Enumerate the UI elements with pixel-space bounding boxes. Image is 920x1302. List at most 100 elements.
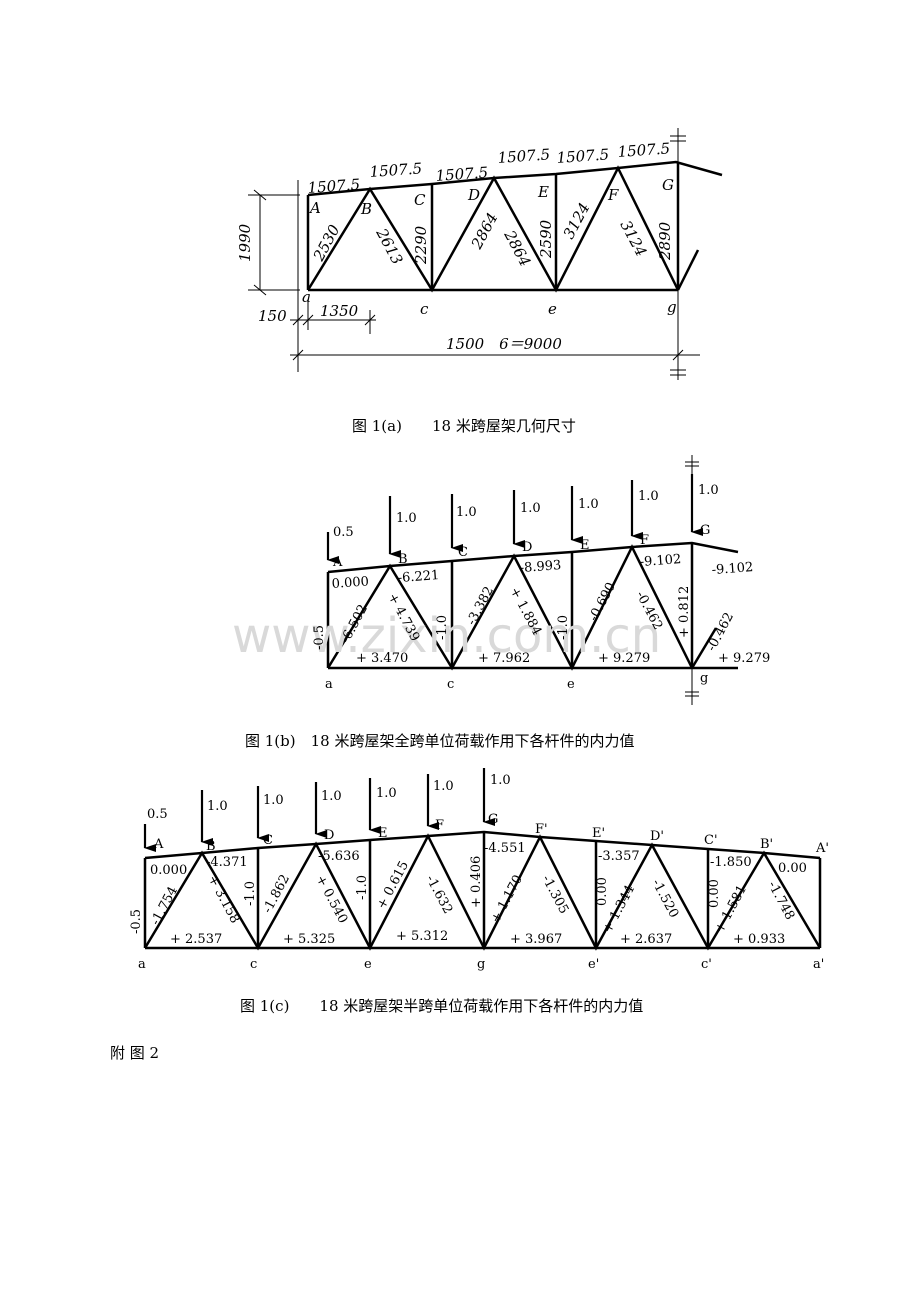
node-label: F — [435, 818, 444, 833]
node-label: A — [332, 555, 343, 570]
panel-length-label: 1507.5 — [435, 163, 489, 185]
load-value: 1.0 — [321, 789, 342, 804]
load-value: 1.0 — [638, 489, 659, 504]
member-length-label: 2613 — [372, 225, 406, 268]
diagonal-force: -0.462 — [704, 610, 737, 654]
bottom-chord-force: + 5.312 — [396, 929, 448, 944]
node-label: B — [398, 552, 408, 567]
panel-length-label: 1507.5 — [369, 159, 423, 181]
node-label: C' — [704, 833, 718, 848]
load-value: 1.0 — [207, 799, 228, 814]
dimension-lines — [248, 128, 700, 380]
top-chord-force: -4.551 — [484, 841, 526, 856]
bottom-chord-force: + 9.279 — [598, 651, 650, 666]
diagonal-force: + 1.170 — [488, 873, 526, 926]
left-offset-dimension: 150 — [258, 307, 287, 325]
top-chord-force: -5.636 — [318, 849, 360, 864]
node-label: a' — [813, 957, 824, 972]
node-label: e' — [588, 957, 599, 972]
member-length-label: 2890 — [656, 221, 674, 261]
node-label: c — [420, 300, 429, 318]
node-label: D — [324, 828, 334, 843]
node-label: a — [325, 677, 333, 692]
node-label: E' — [592, 826, 605, 841]
vertical-force: -0.5 — [312, 625, 327, 650]
node-label: C — [414, 191, 426, 209]
top-chord-force: 0.000 — [331, 574, 369, 592]
total-dimension: 1500 6＝9000 — [446, 335, 562, 353]
vertical-force: 0.00 — [595, 877, 610, 906]
node-label: a — [138, 957, 146, 972]
node-label: g — [700, 671, 708, 686]
top-chord-force: -1.850 — [710, 855, 752, 870]
node-label: e — [548, 300, 557, 318]
node-label: F — [640, 533, 649, 548]
centerline-b — [685, 455, 699, 705]
node-label: C — [263, 833, 273, 848]
node-label: A' — [815, 841, 829, 856]
caption-a: 图 1(a) 18 米跨屋架几何尺寸 — [352, 417, 576, 435]
node-label: e — [364, 957, 372, 972]
load-value: 1.0 — [376, 786, 397, 801]
vertical-force: -0.5 — [129, 909, 144, 934]
bottom-chord-force: + 3.470 — [356, 651, 408, 666]
node-label: B' — [760, 837, 773, 852]
top-chord-force: -9.102 — [711, 560, 754, 578]
panel-dimension: 1350 — [320, 302, 359, 320]
load-value: 1.0 — [456, 505, 477, 520]
vertical-force: -1.0 — [243, 881, 258, 906]
diagonal-force: -1.754 — [148, 884, 181, 928]
vertical-force: 0.00 — [707, 879, 722, 908]
load-arrows-half — [143, 768, 495, 852]
node-label: c — [250, 957, 257, 972]
bottom-chord-force: + 7.962 — [478, 651, 530, 666]
node-label: B — [360, 200, 372, 218]
bottom-chord-force: + 0.933 — [733, 932, 785, 947]
node-label: C — [458, 545, 468, 560]
node-label: D' — [650, 829, 664, 844]
node-label: A — [153, 837, 164, 852]
member-length-label: 2290 — [412, 225, 430, 265]
top-chord-force: 0.00 — [778, 861, 807, 876]
top-chord-force: 0.000 — [150, 863, 187, 878]
height-dimension: 1990 — [236, 223, 254, 262]
node-label: F — [607, 186, 619, 204]
bottom-chord-force: + 9.279 — [718, 651, 770, 666]
node-label: g — [477, 957, 485, 972]
top-chord-force: -3.357 — [598, 849, 640, 864]
node-label: e — [567, 677, 575, 692]
load-value: 1.0 — [578, 497, 599, 512]
node-label: G — [488, 812, 498, 827]
panel-length-label: 1507.5 — [307, 175, 361, 197]
vertical-force: -1.0 — [556, 615, 571, 640]
load-value: 1.0 — [263, 793, 284, 808]
caption-c: 图 1(c) 18 米跨屋架半跨单位荷载作用下各杆件的内力值 — [240, 997, 644, 1015]
node-label: D — [522, 540, 532, 555]
panel-length-label: 1507.5 — [617, 139, 671, 161]
bottom-chord-force: + 2.537 — [170, 932, 222, 947]
load-value: 1.0 — [698, 483, 719, 498]
diagonal-force: + 3.158 — [204, 873, 242, 926]
load-value: 1.0 — [520, 501, 541, 516]
node-label: g — [667, 298, 677, 316]
member-length-label: 2530 — [309, 221, 343, 264]
vertical-force: -1.0 — [355, 875, 370, 900]
caption-b: 图 1(b) 18 米跨屋架全跨单位荷载作用下各杆件的内力值 — [245, 732, 635, 750]
bottom-chord-force: + 2.637 — [620, 932, 672, 947]
load-value: 0.5 — [333, 525, 354, 540]
node-label: E — [378, 826, 388, 841]
bottom-chord-force: + 3.967 — [510, 932, 562, 947]
top-chord-force: -8.993 — [519, 558, 562, 576]
member-length-label: 2590 — [537, 219, 555, 259]
member-length-label: 3124 — [560, 200, 594, 242]
load-arrows — [326, 474, 703, 564]
vertical-force: + 0.406 — [469, 856, 484, 908]
bottom-chord-force: + 5.325 — [283, 932, 335, 947]
node-label: G — [662, 176, 674, 194]
top-chord-force: -6.221 — [397, 568, 440, 586]
panel-length-label: 1507.5 — [497, 145, 551, 167]
vertical-force: -1.0 — [435, 615, 450, 640]
node-label: c — [447, 677, 454, 692]
